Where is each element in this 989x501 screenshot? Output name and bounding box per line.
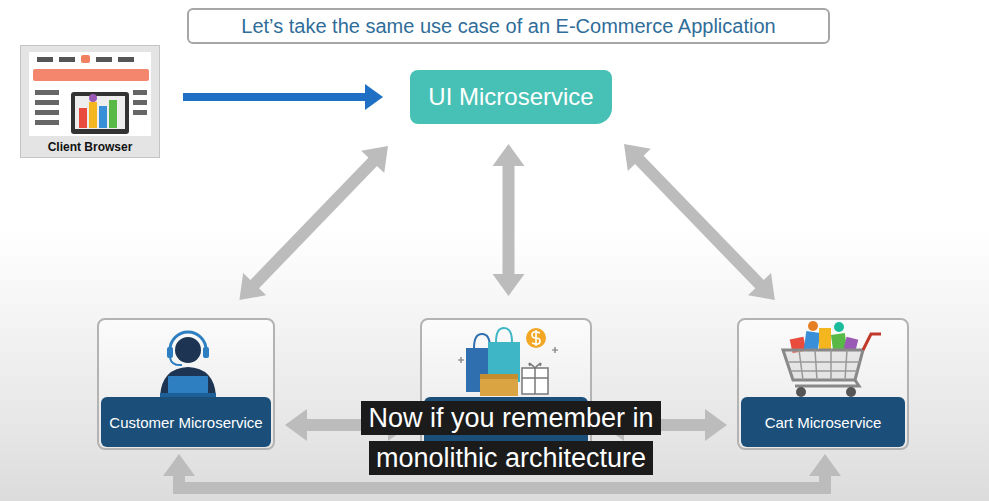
icon-part (59, 57, 75, 62)
browser-box: Client Browser (20, 45, 160, 158)
icon-part (35, 120, 59, 125)
arrow-head (493, 274, 525, 296)
arrow-head (493, 144, 525, 166)
arrow-head (624, 144, 651, 171)
microservice-box: Customer Microservice (97, 318, 275, 450)
connector-arrow (493, 144, 525, 296)
subtitle-block: Now if you remember in monolithic archit… (326, 400, 696, 480)
icon-part (170, 358, 182, 365)
icon-part (133, 90, 147, 95)
arrow-head (163, 454, 195, 476)
title-box: Let’s take the same use case of an E-Com… (187, 8, 830, 44)
icon-part (29, 52, 151, 136)
icon-part (783, 350, 863, 380)
node-label: Client Browser (48, 140, 133, 154)
arrow-head (285, 409, 307, 441)
connector-arrow (624, 144, 775, 300)
icon-part (33, 69, 149, 81)
browser-icon (21, 46, 161, 142)
icon-part (167, 347, 173, 358)
icon-part (203, 347, 209, 358)
icon-part (79, 108, 87, 128)
icon-part (522, 377, 548, 379)
arrow-head (748, 273, 775, 300)
shopping-cart-icon (739, 320, 911, 400)
arrow-head (365, 84, 383, 110)
icon-part (796, 387, 806, 397)
icon-part (819, 328, 831, 350)
icon-part (496, 328, 512, 342)
icon-part (35, 110, 59, 115)
icon-part (532, 330, 540, 346)
arrow-shaft (183, 93, 366, 101)
icon-part (808, 321, 818, 331)
icon-part (75, 96, 125, 129)
icon-part (534, 368, 536, 394)
icon-part (96, 57, 112, 62)
icon-part (846, 387, 856, 397)
label-band: Customer Microservice (101, 397, 271, 447)
node-label: UI Microservice (428, 83, 593, 111)
icon-part (787, 350, 860, 380)
subtitle-text: Now if you remember in monolithic archit… (361, 401, 660, 475)
icon-part (168, 376, 208, 394)
microservice-box: Cart Microservice (737, 318, 909, 450)
icon-part (160, 367, 216, 396)
icon-part (35, 90, 59, 95)
icon-part (522, 368, 548, 394)
icon-part (71, 92, 129, 134)
icon-part (529, 363, 541, 368)
shopping-icon (422, 320, 594, 400)
icon-part (175, 337, 201, 363)
icon-part (99, 106, 107, 128)
arrow-head (361, 146, 388, 173)
service-box: UI Microservice (410, 70, 612, 124)
icon-part (834, 322, 844, 332)
arrow-shaft (179, 475, 825, 488)
arrow-shaft (254, 161, 373, 285)
icon-part (526, 328, 546, 348)
icon-part (480, 374, 518, 396)
icon-part (863, 334, 881, 350)
icon-part (458, 347, 558, 363)
icon-part (89, 102, 97, 128)
icon-part (474, 334, 490, 348)
arrow-shaft (639, 159, 761, 285)
arrow-head (239, 273, 266, 300)
icon-part (89, 94, 97, 102)
arrow-head (705, 409, 727, 441)
icon-part (480, 374, 518, 379)
arrow-shaft (503, 165, 515, 275)
icon-part (37, 57, 53, 62)
icon-part (804, 331, 820, 351)
icon-part (795, 380, 859, 386)
icon-part (133, 110, 147, 115)
icon-part (133, 100, 147, 105)
connector-arrow (183, 84, 383, 110)
icon-part (109, 100, 117, 128)
support-agent-icon (102, 320, 274, 400)
node-label: Cart Microservice (765, 414, 882, 431)
arrow-head (809, 454, 841, 476)
icon-part (118, 57, 134, 62)
label-band: Cart Microservice (741, 397, 905, 447)
icon-part (35, 100, 59, 105)
node-label: Customer Microservice (109, 414, 262, 431)
connector-arrow (239, 146, 388, 300)
icon-part (81, 55, 90, 63)
